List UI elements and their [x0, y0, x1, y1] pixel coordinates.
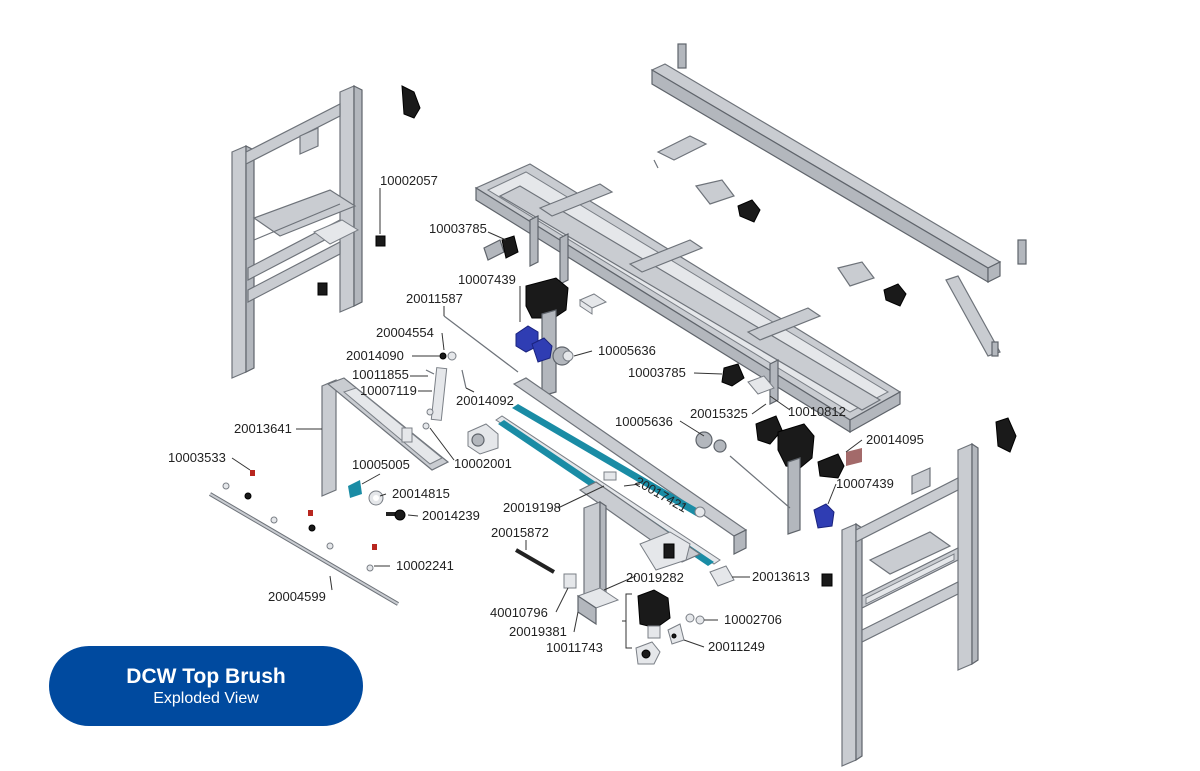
part-label: 20014090 — [346, 348, 404, 363]
part-label: 10010812 — [788, 404, 846, 419]
part-label: 20014815 — [392, 486, 450, 501]
part-label: 10011743 — [546, 640, 603, 655]
part-label: 10002057 — [380, 173, 438, 188]
lower-rail-rod — [208, 470, 400, 606]
part-label: 10002001 — [454, 456, 512, 471]
damper-block — [422, 408, 499, 455]
part-label: 10002706 — [724, 612, 782, 627]
part-label: 10005005 — [352, 457, 410, 472]
spring-cylinder — [425, 351, 467, 421]
part-label: 10003785 — [628, 365, 686, 380]
part-label: 10007439 — [458, 272, 516, 287]
main-carriage-frame — [474, 163, 902, 434]
part-label: 40010796 — [490, 605, 548, 620]
part-label: 20004599 — [268, 589, 326, 604]
part-label: 20019381 — [509, 624, 567, 639]
part-label: 20014095 — [866, 432, 924, 447]
part-label: 20014239 — [422, 508, 480, 523]
part-label: 20013641 — [234, 421, 292, 436]
main-frame-blocks — [483, 235, 775, 395]
brush-beam — [495, 377, 748, 566]
top-cross-beam — [650, 43, 1027, 357]
bearing-assembly-left — [443, 277, 574, 397]
part-label: 20019282 — [626, 570, 684, 585]
left-stand-frame — [231, 85, 363, 379]
left-guard-brackets — [317, 85, 421, 296]
leader-lines — [231, 188, 863, 649]
part-label: 20004554 — [376, 325, 434, 340]
right-stand-frame — [841, 417, 1017, 767]
part-label: 10007119 — [360, 383, 417, 398]
title-badge: DCW Top Brush Exploded View — [49, 646, 363, 726]
badge-title: DCW Top Brush — [126, 665, 286, 688]
part-label: 10003533 — [168, 450, 226, 465]
part-label: 10005636 — [615, 414, 673, 429]
center-post — [514, 500, 620, 626]
gear-motor — [639, 531, 691, 571]
drive-motor — [635, 589, 705, 665]
part-label: 10007439 — [836, 476, 894, 491]
part-label: 20013613 — [752, 569, 810, 584]
left-swing-arm — [321, 377, 450, 497]
bearing-assembly-right — [695, 415, 862, 587]
badge-subtitle: Exploded View — [153, 690, 259, 707]
part-label: 20015872 — [491, 525, 549, 540]
part-label: 10005636 — [598, 343, 656, 358]
part-number-labels: 10002057 10003785 10007439 20011587 2000… — [168, 173, 924, 655]
part-label: 10002241 — [396, 558, 454, 573]
part-label: 20015325 — [690, 406, 748, 421]
part-label: 10011855 — [352, 367, 409, 382]
part-label: 20019198 — [503, 500, 561, 515]
clamp-parts — [348, 480, 406, 521]
part-label: 20011249 — [708, 639, 765, 654]
part-label: 20014092 — [456, 393, 514, 408]
part-label: 20011587 — [406, 291, 463, 306]
part-label: 10003785 — [429, 221, 487, 236]
